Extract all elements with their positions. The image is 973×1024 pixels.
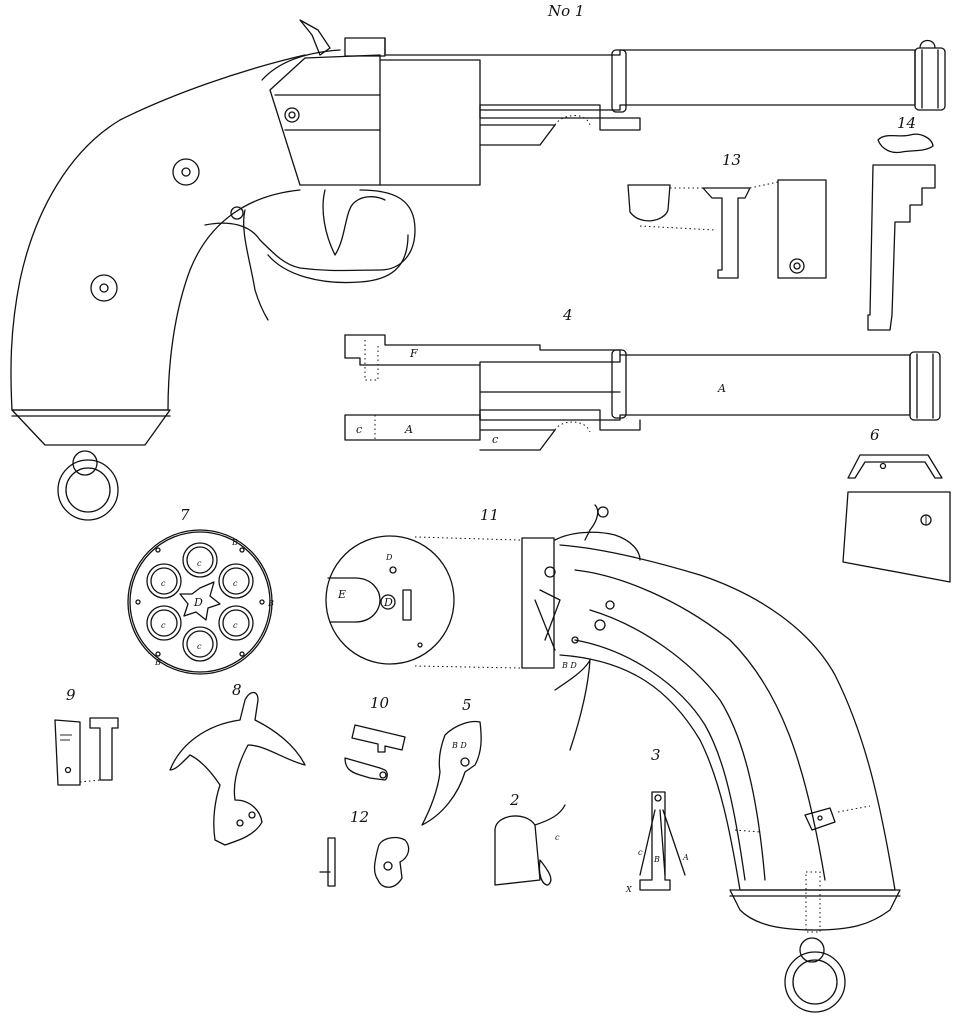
figure-8-label: 8 <box>232 681 242 699</box>
figure-11-label: 11 <box>480 506 499 524</box>
label-d-plate: D <box>383 596 393 609</box>
figure-7-label: 7 <box>180 506 190 524</box>
label-c-cyl-5: c <box>161 621 166 630</box>
label-c-rammer: c <box>492 433 498 446</box>
figure-13-parts <box>627 179 827 279</box>
label-c-rod: c <box>356 423 362 436</box>
figure-12-label: 12 <box>350 808 369 826</box>
figure-6-parts <box>842 454 951 583</box>
figure-4-barrel <box>344 334 941 451</box>
figure-11-frame <box>325 504 901 1013</box>
figure-3-springs <box>639 791 686 891</box>
label-bd-frame: B D <box>561 661 577 670</box>
figure-7-cylinder <box>127 529 273 675</box>
figure-5-label: 5 <box>462 696 472 714</box>
label-b-springs: B <box>653 855 660 864</box>
figure-3-label: 3 <box>651 746 661 764</box>
figure-10-label: 10 <box>370 694 390 712</box>
figure-14-label: 14 <box>897 114 916 132</box>
label-c-cyl-4: c <box>197 642 202 651</box>
label-x: X <box>625 885 632 894</box>
label-d-plate-top: D <box>385 553 393 562</box>
figure-6-label: 6 <box>870 426 880 444</box>
figure-10-parts <box>344 724 406 781</box>
label-bd-trigger: B D <box>451 741 467 750</box>
label-c-cyl-2: c <box>233 579 238 588</box>
figure-9-parts <box>54 717 119 786</box>
figure-12-parts <box>319 837 410 888</box>
label-a-rod: A <box>404 423 413 436</box>
figure-13-label: 13 <box>722 151 741 169</box>
label-f: F <box>409 347 418 360</box>
label-b-cyl-3: B <box>154 658 161 667</box>
label-c-cyl-6: c <box>161 579 166 588</box>
label-c-spring: c <box>555 833 560 842</box>
label-c-cyl-3: c <box>233 621 238 630</box>
figure-1-label: No 1 <box>547 2 584 20</box>
label-b-cyl-2: B <box>267 599 274 608</box>
label-a-springs: A <box>682 853 689 862</box>
figure-14-parts <box>867 133 936 331</box>
label-d-cylinder: D <box>193 596 203 609</box>
figure-2-label: 2 <box>509 791 520 809</box>
label-c-springs: c <box>638 848 643 857</box>
figure-2-spring <box>494 804 566 886</box>
label-e: E <box>337 588 346 601</box>
figure-4-label: 4 <box>562 306 573 324</box>
figure-9-label: 9 <box>66 686 76 704</box>
label-c-cyl-1: c <box>197 559 202 568</box>
figure-5-trigger <box>421 720 482 826</box>
figure-8-hammer <box>169 691 306 846</box>
label-b-cyl-1: B <box>231 538 238 547</box>
label-a-barrel: A <box>717 382 726 395</box>
figure-1-revolver <box>10 19 946 521</box>
